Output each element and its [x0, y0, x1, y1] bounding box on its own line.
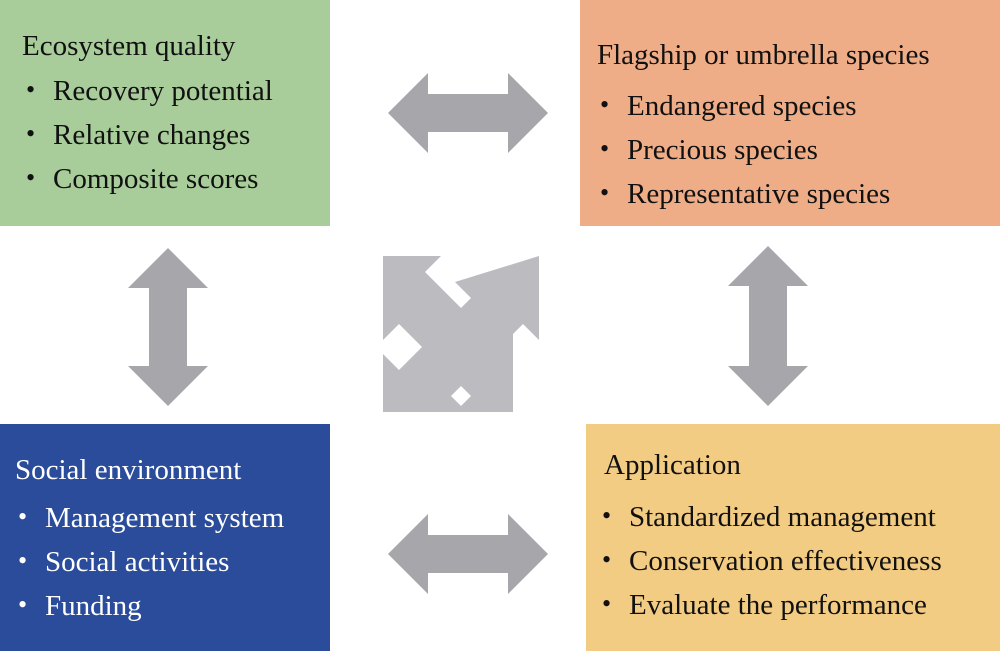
bullet-icon: • — [602, 589, 612, 618]
bullet-icon: • — [18, 546, 28, 575]
ecosystem-quality-list: •Recovery potential •Relative changes •C… — [26, 77, 273, 209]
ecosystem-quality-title: Ecosystem quality — [22, 30, 236, 62]
list-item: •Precious species — [600, 134, 818, 166]
social-environment-title: Social environment — [15, 454, 242, 486]
application-list: •Standardized management •Conservation e… — [602, 503, 942, 635]
ecosystem-quality-box: Ecosystem quality •Recovery potential •R… — [0, 0, 330, 226]
bullet-icon: • — [600, 134, 610, 163]
bullet-icon: • — [600, 178, 610, 207]
double-arrow-horizontal-top-icon — [388, 73, 548, 153]
flagship-species-title: Flagship or umbrella species — [597, 39, 930, 71]
bullet-icon: • — [602, 545, 612, 574]
double-arrow-vertical-right-icon — [728, 246, 808, 406]
bullet-icon: • — [26, 163, 36, 192]
application-title: Application — [604, 449, 741, 481]
bullet-icon: • — [600, 90, 610, 119]
list-item: •Standardized management — [602, 501, 936, 533]
list-item: •Funding — [18, 590, 142, 622]
list-item: •Management system — [18, 502, 285, 534]
bullet-icon: • — [26, 119, 36, 148]
flagship-species-list: •Endangered species •Precious species •R… — [600, 92, 890, 224]
double-arrow-vertical-left-icon — [128, 248, 208, 406]
bullet-icon: • — [26, 75, 36, 104]
social-environment-list: •Management system •Social activities •F… — [18, 504, 284, 636]
list-item: •Endangered species — [600, 90, 857, 122]
list-item: •Composite scores — [26, 163, 259, 195]
bullet-icon: • — [18, 502, 28, 531]
list-item: •Recovery potential — [26, 75, 273, 107]
social-environment-box: Social environment •Management system •S… — [0, 424, 330, 651]
list-item: •Representative species — [600, 178, 891, 210]
flagship-species-box: Flagship or umbrella species •Endangered… — [580, 0, 1000, 226]
application-box: Application •Standardized management •Co… — [586, 424, 1000, 651]
bullet-icon: • — [602, 501, 612, 530]
list-item: •Evaluate the performance — [602, 589, 927, 621]
list-item: •Social activities — [18, 546, 230, 578]
double-arrow-diagonal-ne-sw-icon — [383, 256, 539, 412]
bullet-icon: • — [18, 590, 28, 619]
double-arrow-horizontal-bottom-icon — [388, 514, 548, 594]
list-item: •Conservation effectiveness — [602, 545, 942, 577]
list-item: •Relative changes — [26, 119, 251, 151]
